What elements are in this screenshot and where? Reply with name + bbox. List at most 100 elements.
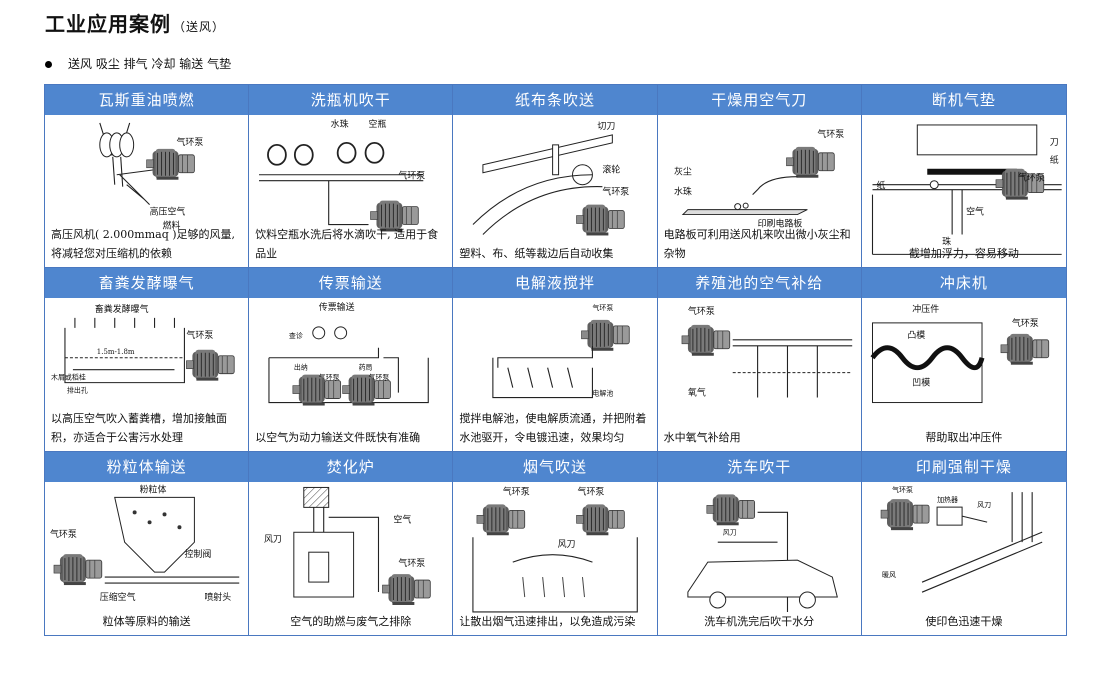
case-caption: 搅拌电解池，使电解质流通，并把附着水池驱开，令电镀迅速，效果均匀 (459, 411, 647, 444)
diagram-label: 气环泵 (817, 128, 844, 140)
powder-conveying-diagram: 粉粒体 气环泵 控制阀 压缩空气 喷射头 (50, 483, 240, 603)
diagram-label: 切刀 (598, 121, 616, 132)
diagram-label: 风刀 (558, 539, 576, 550)
case-card: 瓦斯重油喷燃 气环泵 高压空气 燃料 高压风机( 2.000mmaq )足够的风… (45, 85, 250, 269)
case-title: 纸布条吹送 (453, 85, 657, 115)
case-illustration: 气环泵 高压空气 燃料 (45, 115, 248, 267)
case-illustration: 气环泵 加热器 风刀 暖风 (862, 482, 1066, 635)
case-caption: 水中氧气补给用 (663, 430, 741, 444)
diagram-label: 气环泵 (578, 485, 605, 497)
tags-line: 送风 吸尘 排气 冷却 输送 气垫 (45, 55, 231, 72)
diagram-label: 空气 (394, 513, 412, 525)
case-title: 冲床机 (861, 268, 1066, 299)
flue-gas-diagram: 气环泵 气环泵 风刀 (472, 485, 639, 613)
diagram-label: 风刀 (977, 501, 991, 509)
case-illustration: 气环泵 氧气 (658, 298, 861, 450)
case-caption: 以空气为动力输送文件既快有准确 (255, 430, 421, 444)
diagram-label: 喷射头 (204, 591, 231, 603)
case-illustration: 水珠 空瓶 气环泵 (249, 115, 452, 267)
case-caption: 帮助取出冲压件 (925, 430, 1003, 444)
diagram-label: 暖风 (882, 571, 896, 579)
diagram-label: 气环泵 (399, 557, 426, 569)
diagram-label: 气环泵 (369, 373, 390, 382)
case-caption: 洗车机洗完后吹干水分 (704, 614, 815, 628)
diagram-label: 气环泵 (688, 305, 715, 317)
aquaculture-diagram: 气环泵 氧气 (681, 305, 852, 399)
press-diagram: 冲压件 气环泵 凸模 凹模 (870, 303, 1050, 404)
diagram-label: 气环泵 (503, 485, 530, 497)
case-caption: 饮料空瓶水洗后将水滴吹干, 适用于食品业 (255, 228, 439, 261)
case-illustration: 畜粪发酵曝气 气环泵 1.5m-1.8m 木屑或稻桂 排出孔 (45, 298, 248, 450)
diagram-label: 氧气 (688, 387, 706, 399)
diagram-label: 高压空气 (150, 206, 186, 218)
diagram-label: 药局 (359, 363, 373, 372)
case-title: 瓦斯重油喷燃 (45, 85, 249, 115)
tags-text: 送风 吸尘 排气 冷却 输送 气垫 (68, 57, 232, 71)
diagram-label: 气环泵 (1018, 172, 1045, 184)
case-illustration: 切刀 滚轮 气环泵 (453, 115, 656, 267)
print-drying-diagram: 气环泵 加热器 风刀 暖风 (880, 485, 1043, 593)
application-grid: 瓦斯重油喷燃 气环泵 高压空气 燃料 高压风机( 2.000mmaq )足够的风… (44, 84, 1067, 636)
burner-diagram: 气环泵 高压空气 燃料 (99, 122, 203, 231)
electrolyte-diagram: 气环泵 电解池 (492, 303, 631, 399)
incinerator-diagram: 空气 风刀 气环泵 (264, 486, 431, 606)
case-card: 纸布条吹送 切刀 滚轮 气环泵 塑料、布、纸等裁边后自动收集 (453, 85, 658, 269)
diagram-label: 压缩空气 (100, 591, 136, 603)
case-caption: 以高压空气吹入蓄粪槽，增加接触面积，亦适合于公害污水处理 (51, 411, 227, 444)
case-illustration: 气环泵 电解池 (453, 298, 656, 450)
case-caption: 塑料、布、纸等裁边后自动收集 (459, 247, 614, 261)
case-card: 焚化炉 空气 风刀 气环泵 空气的助燃与废气之排除 (249, 451, 454, 635)
diagram-label: 粉粒体 (140, 483, 167, 495)
diagram-label: 水珠 (331, 118, 349, 130)
case-title: 电解液搅拌 (453, 268, 657, 299)
diagram-label: 气环泵 (176, 136, 203, 148)
case-title: 断机气垫 (861, 85, 1066, 115)
case-title: 粉粒体输送 (45, 451, 249, 482)
diagram-label: 传票输送 (319, 301, 355, 313)
diagram-label: 风刀 (264, 534, 282, 545)
diagram-label: 空瓶 (369, 118, 387, 130)
diagram-label: 气环泵 (319, 373, 340, 382)
diagram-label: 气环泵 (603, 186, 630, 198)
diagram-label: 畜粪发酵曝气 (95, 303, 149, 315)
diagram-label: 1.5m-1.8m (97, 348, 135, 356)
case-title: 烟气吹送 (453, 451, 657, 482)
case-card: 冲床机 冲压件 气环泵 凸模 凹模 帮助取出冲压件 (861, 268, 1066, 452)
diagram-label: 刀 (1050, 138, 1059, 148)
diagram-label: 气环泵 (1012, 317, 1039, 329)
case-card: 畜粪发酵曝气 畜粪发酵曝气 气环泵 1.5m-1.8m 木屑或稻桂 排出孔 以高… (45, 268, 250, 452)
case-caption: 空气的助燃与废气之排除 (290, 614, 412, 628)
case-illustration: 刀 纸 气环泵 纸 空气 珠 (862, 115, 1066, 267)
document-tube-diagram: 传票输送 查诊 出纳 气环泵 药局 气环泵 (268, 301, 429, 407)
case-title: 传票输送 (249, 268, 453, 299)
case-illustration: 气环泵 灰尘 水珠 印刷电路板 (658, 115, 861, 267)
diagram-label: 水珠 (674, 186, 692, 198)
case-caption: 电路板可利用送风机来吹出微小灰尘和杂物 (663, 228, 851, 261)
diagram-label: 冲压件 (912, 303, 939, 315)
diagram-label: 燃料 (163, 219, 181, 231)
case-title: 印刷强制干燥 (861, 451, 1066, 482)
diagram-label: 排出孔 (67, 386, 88, 395)
case-caption: 让散出烟气迅速排出，以免造成污染 (459, 614, 636, 628)
case-title: 洗瓶机吹干 (249, 85, 453, 115)
case-card: 养殖池的空气补给 气环泵 氧气 水中氧气补给用 (657, 268, 862, 452)
diagram-label: 纸 (876, 180, 885, 192)
page-subtitle: （送风） (173, 20, 226, 34)
case-card: 传票输送 传票输送 查诊 出纳 气环泵 药局 气环泵 以空气为动力输送文件既快有… (249, 268, 454, 452)
case-card: 粉粒体输送 粉粒体 气环泵 控制阀 压缩空气 喷射头 粒体等原料的输送 (45, 451, 250, 635)
diagram-label: 木屑或稻桂 (51, 373, 86, 382)
case-illustration: 风刀 (658, 482, 861, 635)
case-card: 干燥用空气刀 气环泵 灰尘 水珠 印刷电路板 电路板可利用送风机来吹出微小灰尘和… (657, 85, 862, 269)
diagram-label: 电解池 (593, 389, 614, 398)
case-illustration: 粉粒体 气环泵 控制阀 压缩空气 喷射头 (45, 482, 248, 635)
case-illustration: 空气 风刀 气环泵 (249, 482, 452, 635)
page-title: 工业应用案例（送风） (45, 12, 226, 36)
diagram-label: 空气 (966, 206, 984, 218)
car-wash-diagram: 风刀 (686, 493, 838, 612)
diagram-label: 查诊 (289, 331, 303, 340)
case-title: 洗车吹干 (657, 451, 861, 482)
case-card: 洗车吹干 风刀 洗车机洗完后吹干水分 (657, 451, 862, 635)
diagram-label: 气环泵 (892, 485, 913, 494)
diagram-label: 凸模 (907, 330, 925, 341)
air-knife-diagram: 气环泵 灰尘 水珠 印刷电路板 (674, 128, 844, 230)
